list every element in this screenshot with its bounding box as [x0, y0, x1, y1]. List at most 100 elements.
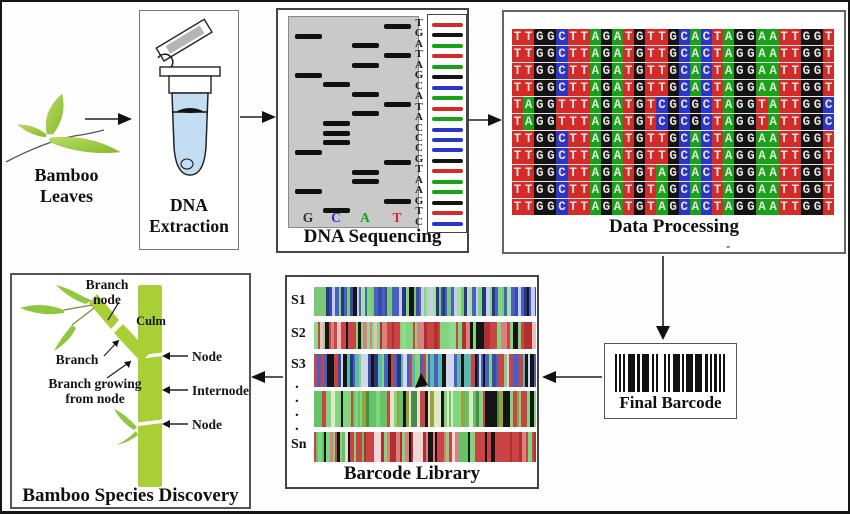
alignment-cell: G	[545, 182, 557, 198]
strip-bar	[449, 432, 452, 462]
alignment-cell: C	[700, 114, 712, 130]
alignment-cell: A	[611, 182, 624, 198]
alignment-cell: C	[556, 182, 568, 198]
alignment-cell: A	[756, 148, 768, 164]
strip-bar	[417, 354, 420, 387]
strip-bar	[362, 432, 364, 462]
strip-bar	[473, 432, 475, 462]
alignment-cell: T	[567, 63, 579, 79]
read-color-bar	[432, 158, 463, 163]
alignment-cell: A	[767, 165, 779, 181]
strip-bar	[409, 287, 411, 316]
strip-bar	[521, 391, 523, 427]
strip-bar	[326, 391, 329, 427]
alignment-cell: A	[689, 80, 701, 96]
barcode-bar	[623, 354, 625, 392]
alignment-cell: T	[778, 29, 790, 45]
strip-bar	[415, 322, 417, 349]
strip-bar	[503, 391, 507, 427]
alignment-cell: G	[734, 97, 746, 113]
strip-bar	[475, 432, 479, 462]
alignment-cell: G	[634, 63, 646, 79]
alignment-cell: G	[734, 199, 746, 215]
alignment-cell: T	[578, 199, 590, 215]
read-color-bar	[432, 148, 463, 153]
gel-lane-label: T	[392, 210, 402, 225]
strip-bar	[476, 322, 480, 349]
strip-bar	[326, 432, 330, 462]
panel-dna-extraction: DNA Extraction	[139, 10, 239, 250]
read-letter: A	[415, 173, 423, 186]
strip-bar	[341, 322, 343, 349]
gel-band	[352, 169, 379, 175]
branch-growing-line2: from node	[65, 391, 125, 406]
strip-bar	[518, 287, 521, 316]
strip-bar	[481, 432, 485, 462]
alignment-cell: T	[623, 80, 635, 96]
gel-band	[295, 33, 322, 39]
strip-bar	[356, 432, 359, 462]
strip-bar	[530, 354, 534, 387]
alignment-cell: T	[578, 97, 590, 113]
alignment-cell: A	[589, 131, 601, 147]
alignment-cell: A	[767, 182, 779, 198]
strip-bar	[342, 432, 345, 462]
bamboo-plant-illustration	[20, 285, 188, 487]
barcode-bar	[668, 354, 670, 392]
alignment-cell: G	[667, 114, 679, 130]
strip-bar	[494, 322, 497, 349]
alignment-cell: C	[678, 97, 690, 113]
strip-bar	[434, 354, 438, 387]
strip-bar	[428, 391, 430, 427]
strip-bar	[384, 354, 386, 387]
strip-bar	[350, 432, 354, 462]
alignment-cell: C	[678, 182, 690, 198]
strip-bar	[492, 354, 496, 387]
strip-bar	[377, 322, 380, 349]
strip-bar	[329, 391, 331, 427]
alignment-cell: C	[700, 97, 712, 113]
strip-bar	[318, 322, 320, 349]
strip-bar	[406, 391, 409, 427]
strip-bar	[354, 432, 356, 462]
alignment-cell: G	[545, 80, 557, 96]
strip-bar	[384, 432, 387, 462]
strip-label-s1: S1	[291, 293, 306, 308]
alignment-cell: G	[600, 182, 612, 198]
alignment-cell: T	[711, 199, 724, 215]
alignment-cell: G	[534, 114, 546, 130]
alignment-cell: T	[523, 80, 535, 96]
alignment-cell: C	[700, 148, 712, 164]
alignment-cell: G	[734, 80, 746, 96]
alignment-cell: A	[523, 97, 535, 113]
alignment-cell: T	[578, 80, 590, 96]
alignment-cell: G	[800, 80, 812, 96]
strip-bar	[481, 354, 483, 387]
strip-bar	[378, 287, 382, 316]
gel-band	[384, 159, 411, 165]
alignment-cell: A	[723, 199, 735, 215]
alignment-cell: A	[611, 199, 624, 215]
strip-bar	[437, 391, 441, 427]
strip-bar	[353, 354, 355, 387]
strip-bar	[447, 287, 451, 316]
gel-band	[323, 82, 350, 88]
strip-bar	[326, 287, 329, 316]
alignment-cell: A	[656, 182, 668, 198]
alignment-cell: T	[778, 63, 790, 79]
alignment-cell: T	[623, 114, 635, 130]
strip-bar	[457, 287, 461, 316]
alignment-cell: T	[578, 148, 590, 164]
read-color-bar	[432, 221, 463, 226]
strip-bar	[458, 322, 462, 349]
alignment-cell: A	[611, 29, 624, 45]
strip-bar	[332, 287, 335, 316]
branch-growing-line1: Branch growing	[48, 376, 142, 391]
strip-bar	[403, 354, 407, 387]
read-color-bar	[432, 43, 463, 48]
strip-bar	[512, 432, 515, 462]
